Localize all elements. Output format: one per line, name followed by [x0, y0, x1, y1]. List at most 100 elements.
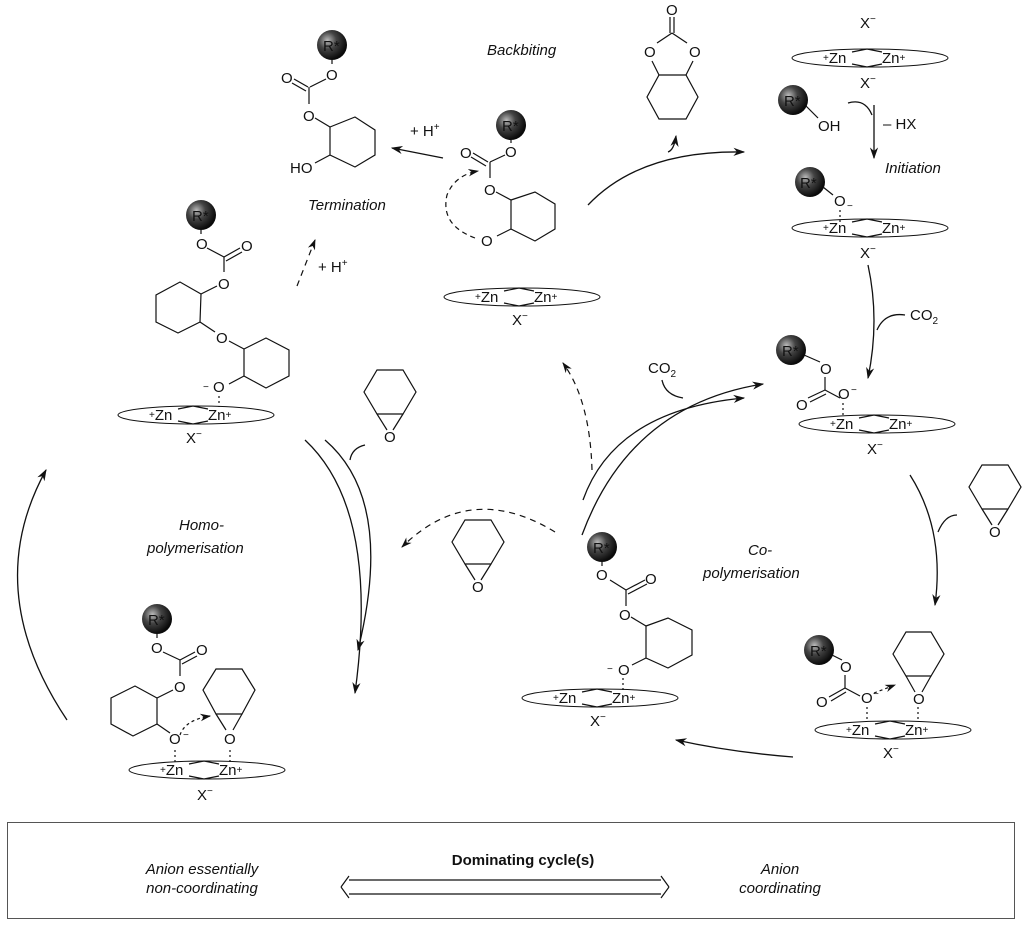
- legend-right-line2: coordinating: [739, 880, 821, 897]
- polyether-chain-left: R* O O O O O −: [155, 200, 290, 407]
- svg-text:−: −: [183, 730, 189, 741]
- svg-text:O: O: [645, 571, 657, 588]
- svg-text:+Zn: +Zn: [475, 289, 498, 306]
- epoxide-upper: O: [363, 369, 417, 446]
- svg-text:R*: R*: [800, 175, 817, 192]
- svg-text:O: O: [241, 238, 253, 255]
- svg-text:O: O: [216, 330, 228, 347]
- svg-text:O: O: [384, 429, 396, 446]
- zinc-ligand-ellipse: [791, 48, 949, 68]
- svg-text:R*: R*: [192, 208, 209, 225]
- homopolymer-return-arrow: [16, 468, 68, 721]
- svg-text:X−: X−: [197, 786, 213, 804]
- backbiting-label: Backbiting: [487, 42, 557, 59]
- svg-text:+Zn: +Zn: [846, 722, 869, 739]
- epoxide-middle: O: [451, 519, 505, 596]
- svg-text:O: O: [834, 193, 846, 210]
- svg-text:Zn+: Zn+: [534, 289, 558, 306]
- co2-curved-in: [876, 313, 906, 331]
- epoxide-right: O: [968, 464, 1022, 541]
- svg-text:+Zn: +Zn: [830, 416, 853, 433]
- catalyst-center: +Zn Zn+ X−: [521, 688, 679, 730]
- initiation-label: Initiation: [885, 160, 941, 177]
- svg-text:O: O: [596, 567, 608, 584]
- svg-text:O: O: [689, 44, 701, 61]
- plus-h-bottom: + H+: [318, 258, 348, 276]
- backbiting-dashed-arrow: [562, 362, 593, 471]
- terminated-product: R* O O O HO: [281, 30, 376, 177]
- reaction-scheme: X− +Zn Zn+ X− R* OH – HX Initiation R* O…: [16, 2, 1022, 804]
- legend-double-arrow: [340, 875, 670, 899]
- svg-text:O: O: [224, 731, 236, 748]
- legend-left-text: Anion essentially non-coordinating: [122, 860, 282, 898]
- epoxide-curved-in-right: [937, 514, 958, 533]
- svg-text:+Zn: +Zn: [823, 220, 846, 237]
- co2-label-right: CO2: [910, 307, 939, 327]
- co2-double-arrow-inner: [582, 394, 746, 501]
- svg-text:O: O: [303, 108, 315, 125]
- svg-text:O: O: [838, 386, 850, 403]
- svg-text:Zn+: Zn+: [208, 407, 232, 424]
- copolymerisation-label-2: polymerisation: [702, 565, 800, 582]
- svg-text:O: O: [861, 690, 873, 707]
- svg-text:+Zn: +Zn: [149, 407, 172, 424]
- svg-text:X−: X−: [186, 429, 202, 447]
- svg-text:−: −: [873, 689, 879, 700]
- svg-text:+Zn: +Zn: [553, 690, 576, 707]
- alkoxide-intermediate: R* O −: [795, 167, 853, 222]
- svg-text:−: −: [203, 382, 209, 393]
- catalyst-carbonate: +Zn Zn+ X−: [798, 414, 956, 458]
- svg-text:R*: R*: [782, 343, 799, 360]
- homopolymer-intermediate: R* O O O O − O: [110, 604, 256, 762]
- svg-text:O: O: [666, 2, 678, 19]
- svg-text:O: O: [174, 679, 186, 696]
- svg-text:R*: R*: [323, 38, 340, 55]
- svg-text:+Zn: +Zn: [160, 762, 183, 779]
- oh-label: OH: [818, 118, 841, 135]
- co2-label-center: CO2: [648, 360, 677, 380]
- svg-text:O: O: [218, 276, 230, 293]
- svg-text:Zn+: Zn+: [889, 416, 913, 433]
- legend-right-line1: Anion: [760, 861, 800, 878]
- svg-text:O: O: [196, 642, 208, 659]
- legend-left-line2: non-coordinating: [146, 880, 258, 897]
- alkoxide-chain-center: R* O O O O −: [587, 532, 693, 690]
- svg-text:X−: X−: [590, 712, 606, 730]
- svg-text:O: O: [816, 694, 828, 711]
- initiator-alcohol: R* OH: [778, 85, 841, 135]
- legend-title: Dominating cycle(s): [451, 852, 595, 869]
- r-star-ball: [778, 85, 808, 115]
- svg-text:O: O: [505, 144, 517, 161]
- svg-text:R*: R*: [148, 612, 165, 629]
- svg-text:R*: R*: [593, 540, 610, 557]
- svg-text:O: O: [796, 397, 808, 414]
- svg-text:−: −: [851, 385, 857, 396]
- cyclic-carbonate-release-arrow: [667, 134, 679, 153]
- homopolymerisation-label-1: Homo-: [179, 517, 224, 534]
- initiator-curved-arrow: [847, 101, 873, 116]
- svg-text:O: O: [989, 524, 1001, 541]
- epoxide-coordination-arrow: [909, 474, 941, 607]
- svg-text:−: −: [847, 201, 853, 212]
- epoxide-curved-in-left: [349, 444, 366, 461]
- r-star-label: R*: [784, 93, 801, 110]
- termination-arrow: [390, 146, 444, 159]
- svg-text:Zn+: Zn+: [905, 722, 929, 739]
- zn-left: +Zn: [823, 50, 846, 67]
- cyclic-carbonate: O O O: [644, 2, 701, 120]
- co2-double-arrow-outer: [581, 381, 765, 536]
- legend-right-text: Anion coordinating: [700, 860, 860, 898]
- svg-text:O: O: [820, 361, 832, 378]
- termination-dashed-arrow: [296, 238, 316, 287]
- homopolymer-double-arrow-inner: [324, 439, 372, 652]
- svg-text:X−: X−: [860, 244, 876, 262]
- svg-text:O: O: [644, 44, 656, 61]
- svg-text:O: O: [151, 640, 163, 657]
- ring-opening-arrow: [674, 738, 794, 758]
- x-anion-top: X−: [860, 14, 876, 32]
- catalyst-homopolymer: +Zn Zn+ X−: [128, 760, 286, 804]
- svg-text:−: −: [607, 664, 613, 675]
- svg-text:Zn+: Zn+: [612, 690, 636, 707]
- svg-text:X−: X−: [512, 311, 528, 329]
- svg-text:X−: X−: [867, 440, 883, 458]
